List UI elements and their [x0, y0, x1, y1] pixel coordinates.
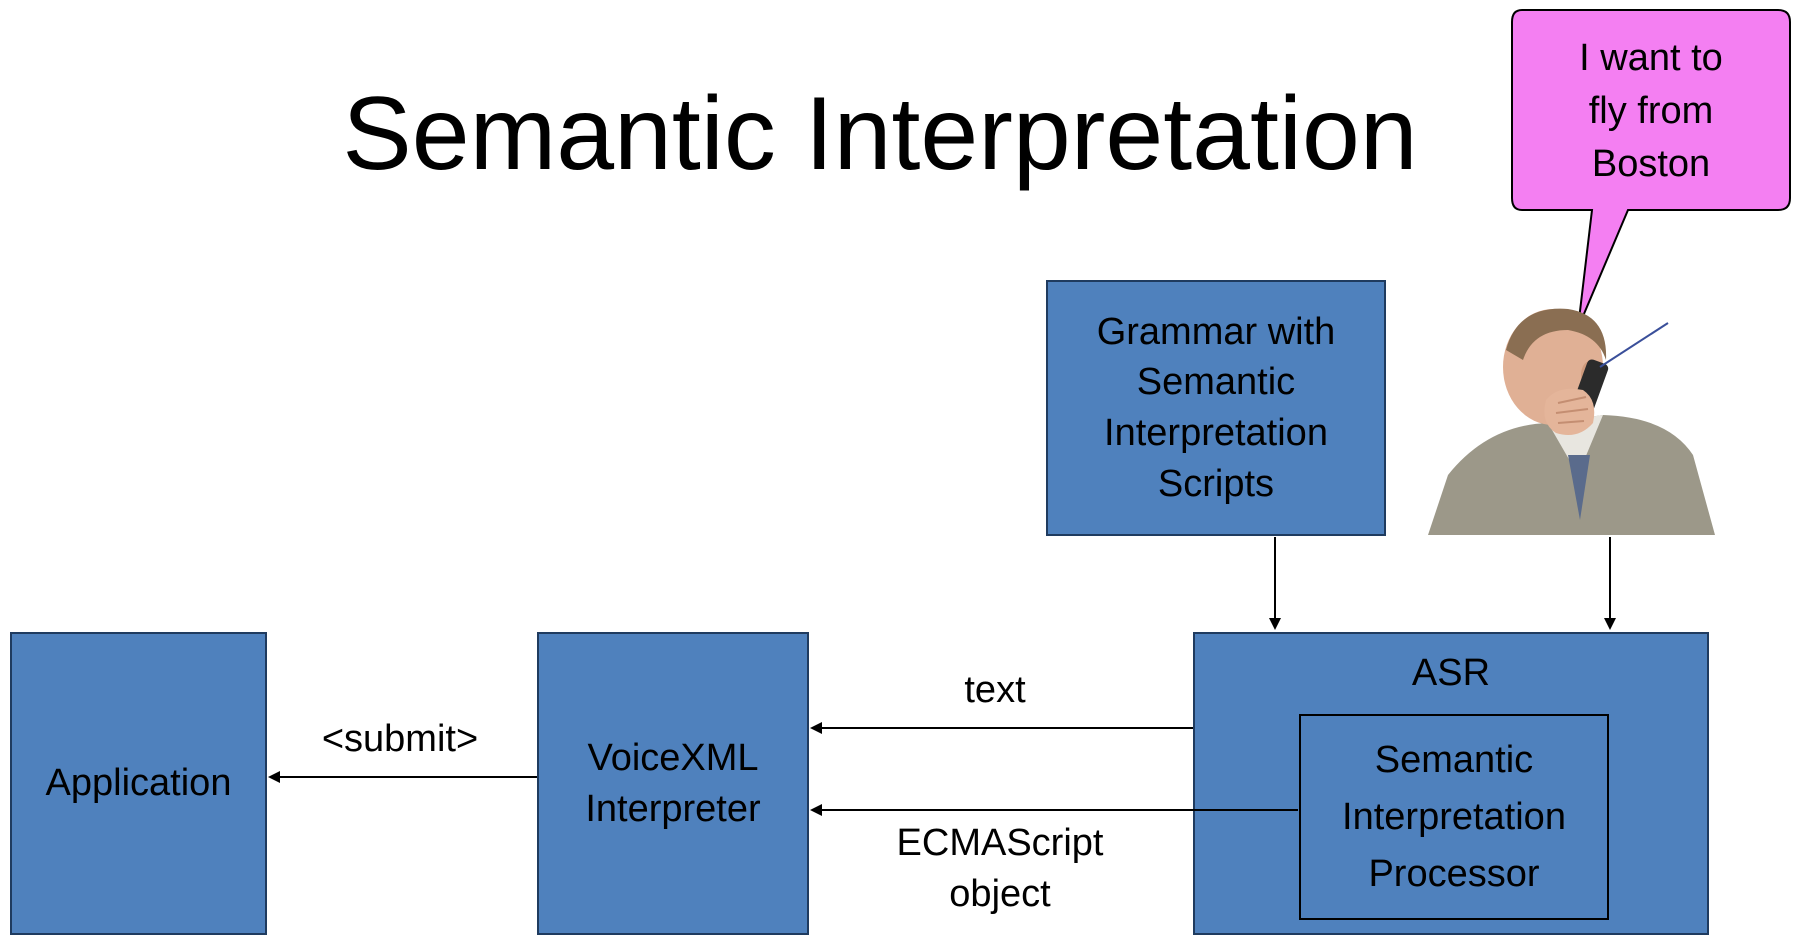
grammar-box-label: Grammar with Semantic Interpretation Scr… — [1096, 310, 1336, 505]
grammar-box: Grammar with Semantic Interpretation Scr… — [1046, 280, 1386, 536]
speech-bubble-text: I want to fly from Boston — [1579, 37, 1723, 186]
voicexml-box-label: VoiceXML Interpreter — [585, 736, 761, 830]
asr-box-label: ASR — [1411, 652, 1491, 694]
slide-title: Semantic Interpretation — [342, 76, 1418, 192]
speech-bubble — [1511, 9, 1791, 329]
sip-box-label: Semantic Interpretation Processor — [1342, 738, 1566, 895]
submit-edge-label: <submit> — [321, 718, 479, 760]
application-box-label: Application — [45, 762, 232, 805]
ecmascript-edge-label: ECMAScript object — [896, 822, 1104, 916]
application-box: Application — [10, 632, 267, 935]
asr-box: ASR Semantic Interpretation Processor — [1193, 632, 1709, 935]
text-edge-label: text — [964, 669, 1026, 711]
semantic-interpretation-processor-box: Semantic Interpretation Processor — [1299, 714, 1609, 920]
voicexml-interpreter-box: VoiceXML Interpreter — [537, 632, 809, 935]
man-on-phone-icon — [1428, 308, 1715, 535]
